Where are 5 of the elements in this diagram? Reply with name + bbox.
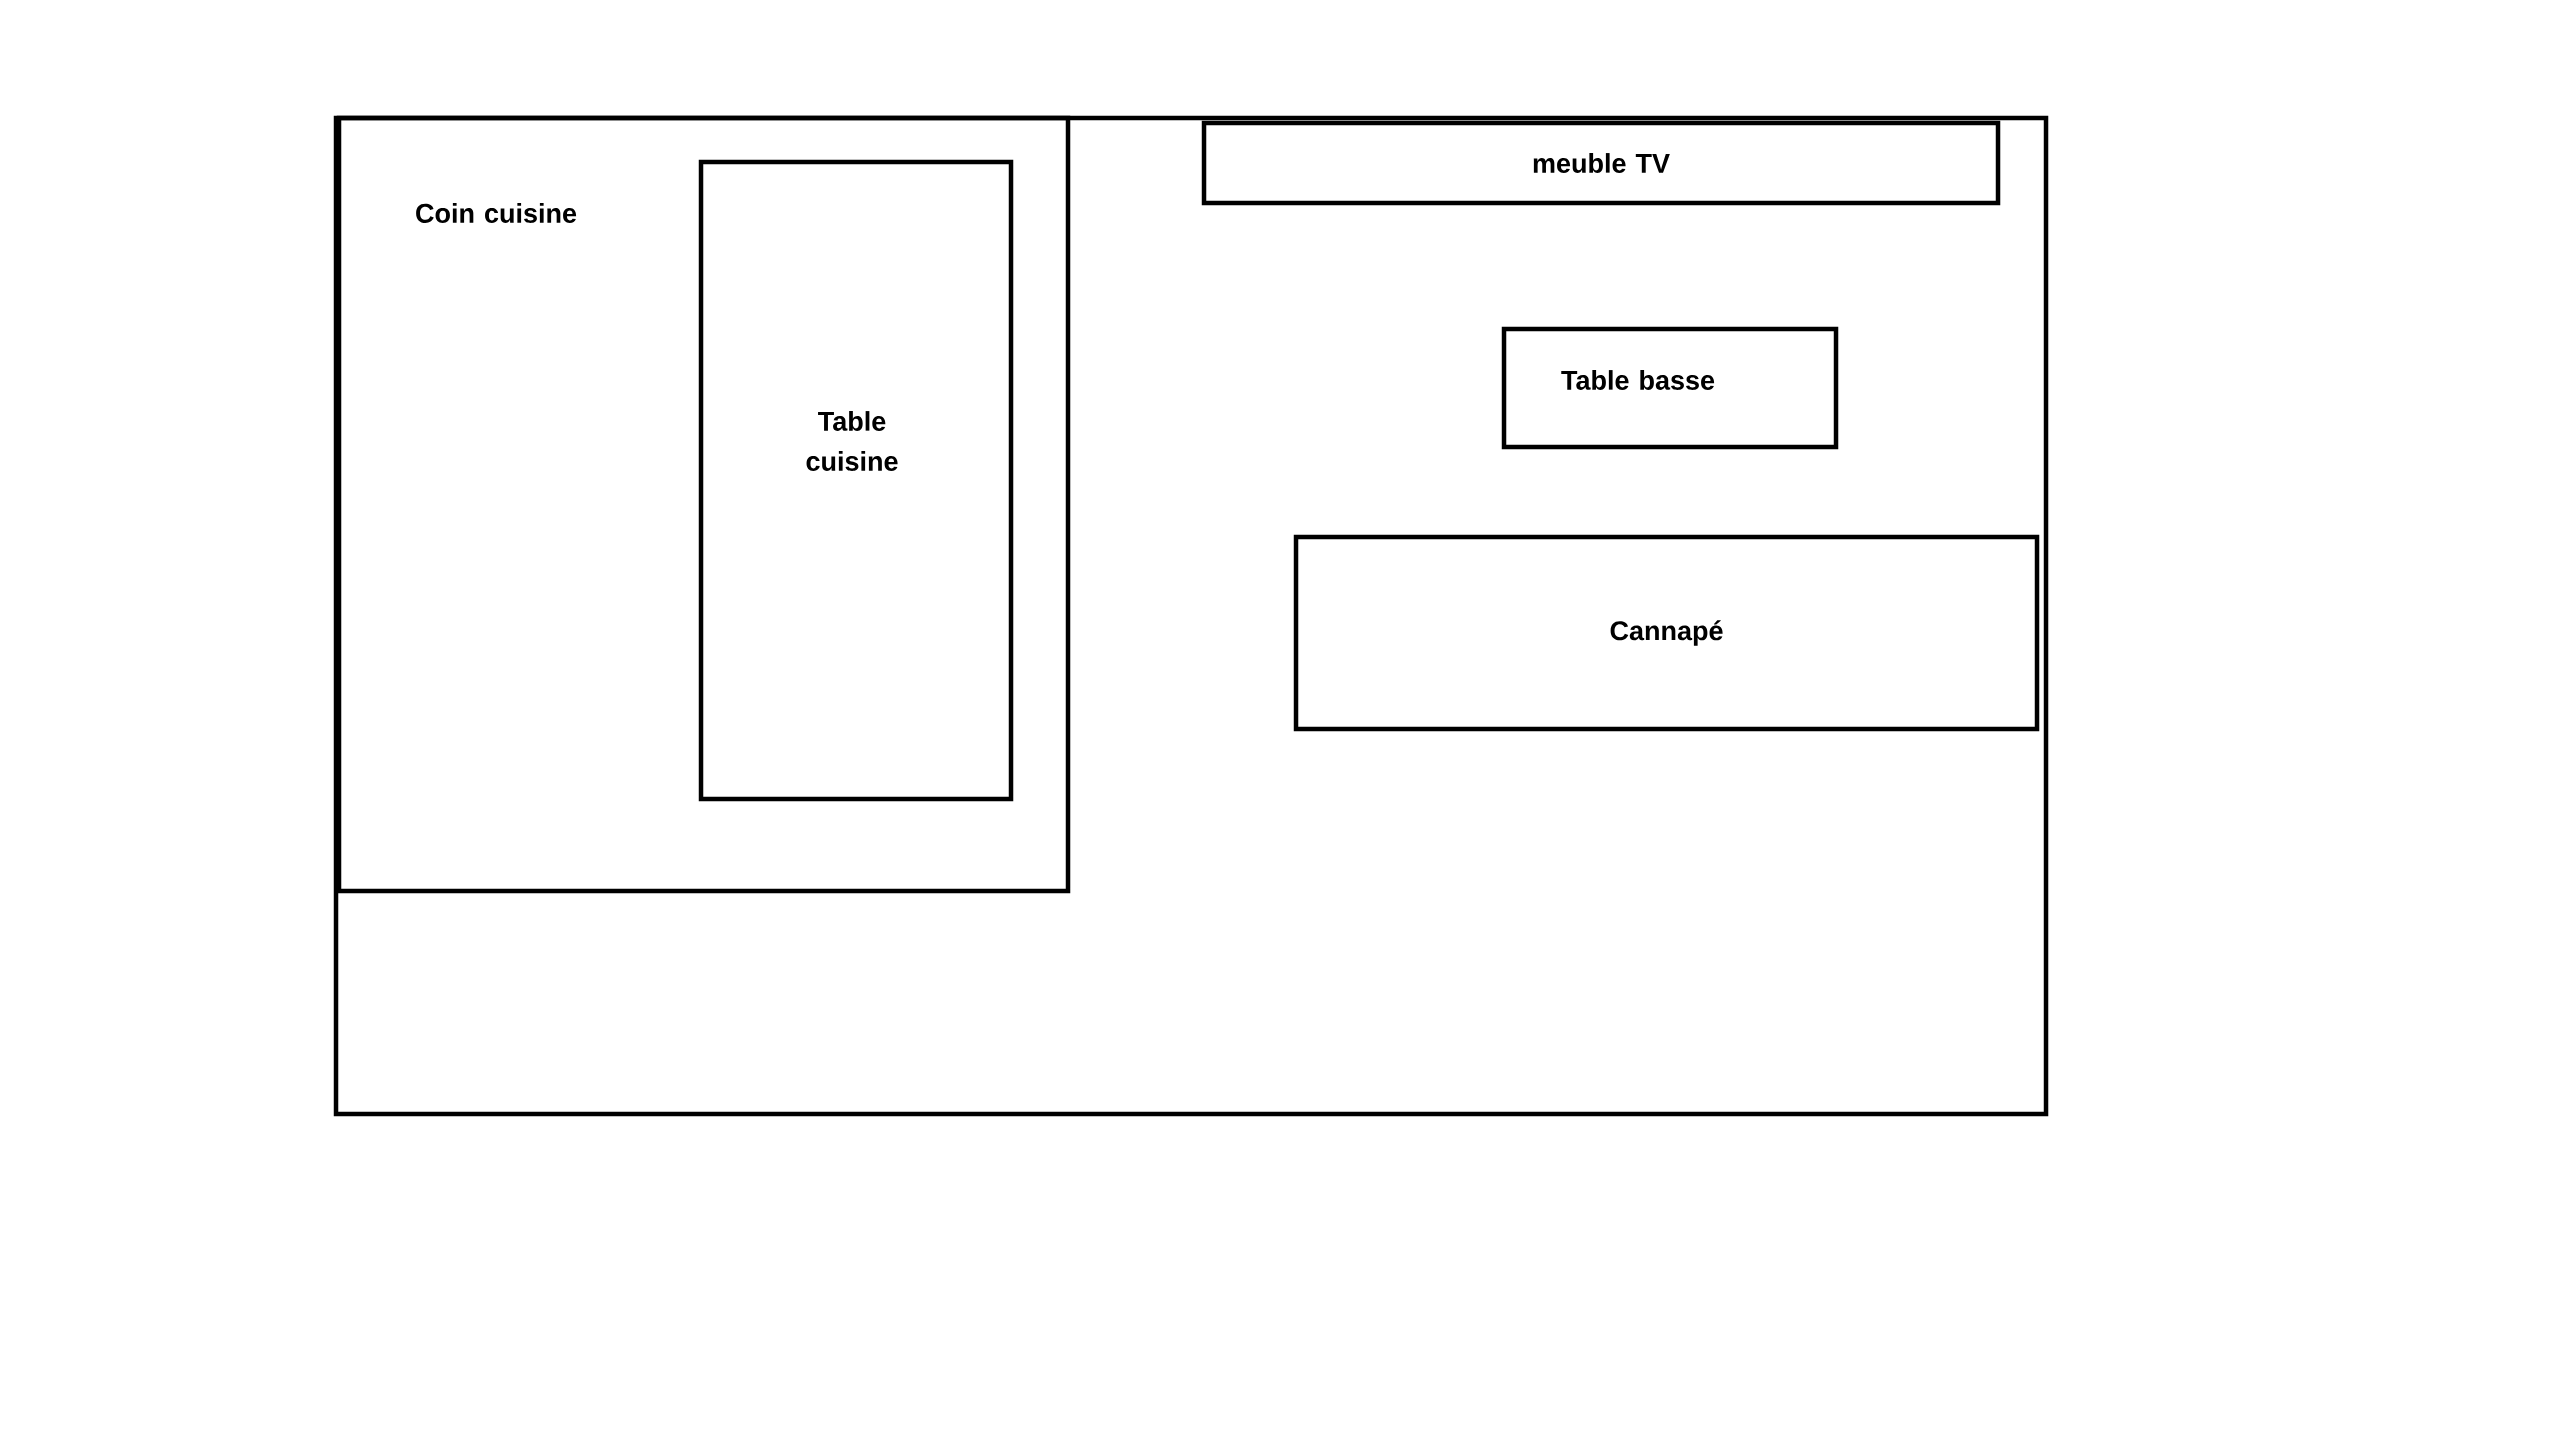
- sofa: Cannapé: [1293, 534, 2040, 732]
- kitchen-table: Table cuisine: [698, 159, 1014, 802]
- coffee-table: Table basse: [1501, 326, 1839, 450]
- tv-unit: meuble TV: [1201, 120, 2001, 206]
- room-outline: [333, 115, 2049, 1117]
